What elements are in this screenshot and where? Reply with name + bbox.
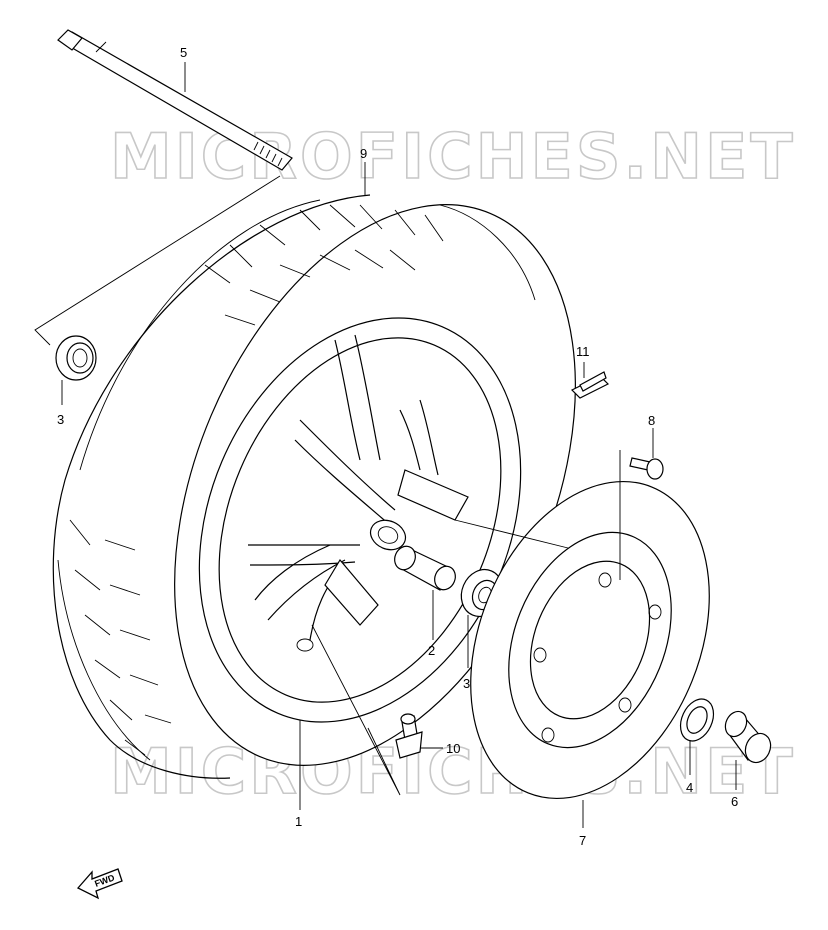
label-part-7: 7 (579, 833, 586, 848)
spacer-collar[interactable] (721, 708, 775, 767)
label-part-6: 6 (731, 794, 738, 809)
label-part-3-right: 3 (463, 676, 470, 691)
label-part-11: 11 (576, 344, 590, 359)
dust-seal[interactable] (674, 694, 720, 747)
label-part-1: 1 (295, 814, 302, 829)
label-part-2: 2 (428, 643, 435, 658)
label-part-3-left: 3 (57, 412, 64, 427)
forward-direction-arrow-icon: FWD (76, 868, 123, 900)
label-part-5: 5 (180, 45, 187, 60)
label-part-9: 9 (360, 146, 367, 161)
leader-lines (34, 62, 737, 828)
wheel[interactable] (140, 268, 580, 772)
watermark-bottom: MICROFICHES.NET (110, 735, 796, 808)
disc-bolt[interactable] (629, 457, 664, 480)
label-part-10: 10 (446, 741, 460, 756)
spacer[interactable] (391, 543, 459, 593)
brake-disc[interactable] (426, 446, 754, 834)
valve[interactable] (395, 713, 423, 759)
balancer[interactable] (570, 371, 610, 399)
axle[interactable] (57, 29, 293, 171)
label-part-8: 8 (648, 413, 655, 428)
bearing-left[interactable] (55, 335, 97, 381)
watermark-top: MICROFICHES.NET (110, 120, 796, 193)
label-part-4: 4 (686, 780, 693, 795)
